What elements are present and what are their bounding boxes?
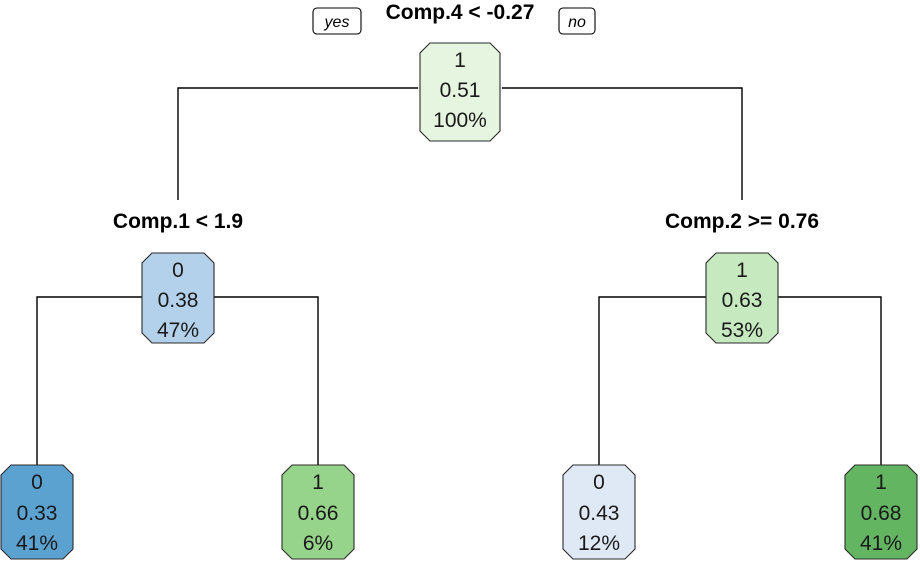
edge-root-left bbox=[177, 87, 418, 200]
node-class: 1 bbox=[454, 49, 466, 72]
node-probability: 0.63 bbox=[722, 289, 763, 312]
node-percentage: 41% bbox=[16, 532, 58, 555]
edge-left-leftleaf bbox=[36, 296, 142, 465]
tree-leaf-left-left: 0 0.33 41% bbox=[0, 464, 74, 560]
edge-right-rightleaf bbox=[778, 296, 882, 465]
node-class: 0 bbox=[31, 471, 43, 494]
node-percentage: 6% bbox=[303, 532, 333, 555]
node-percentage: 41% bbox=[860, 532, 902, 555]
node-class: 0 bbox=[172, 259, 184, 282]
tree-node-root: 1 0.51 100% bbox=[419, 42, 501, 142]
node-class: 1 bbox=[312, 471, 324, 494]
node-percentage: 53% bbox=[721, 319, 763, 342]
node-probability: 0.68 bbox=[861, 502, 902, 525]
node-probability: 0.66 bbox=[298, 502, 339, 525]
edge-root-right bbox=[502, 87, 743, 200]
node-percentage: 47% bbox=[157, 319, 199, 342]
tree-node-right: 1 0.63 53% bbox=[705, 252, 779, 344]
tree-leaf-right-left: 0 0.43 12% bbox=[562, 464, 636, 560]
tree-node-left: 0 0.38 47% bbox=[141, 252, 215, 344]
edge-right-leftleaf bbox=[598, 296, 708, 465]
branch-label-no: no bbox=[558, 7, 596, 35]
node-class: 1 bbox=[875, 471, 887, 494]
branch-label-yes: yes bbox=[312, 7, 362, 35]
node-percentage: 12% bbox=[578, 532, 620, 555]
tree-leaf-right-right: 1 0.68 41% bbox=[844, 464, 918, 560]
node-probability: 0.33 bbox=[17, 502, 58, 525]
node-probability: 0.43 bbox=[579, 502, 620, 525]
split-label-left: Comp.1 < 1.9 bbox=[113, 210, 243, 233]
node-class: 0 bbox=[593, 471, 605, 494]
split-label-right: Comp.2 >= 0.76 bbox=[665, 210, 819, 233]
branch-label-yes-text: yes bbox=[324, 14, 350, 31]
edge-left-rightleaf bbox=[214, 296, 319, 465]
node-probability: 0.51 bbox=[440, 79, 481, 102]
split-label-root: Comp.4 < -0.27 bbox=[386, 1, 535, 24]
tree-edges bbox=[36, 87, 882, 465]
tree-leaf-left-right: 1 0.66 6% bbox=[281, 464, 355, 560]
node-class: 1 bbox=[736, 259, 748, 282]
node-probability: 0.38 bbox=[158, 289, 199, 312]
node-percentage: 100% bbox=[433, 109, 487, 132]
branch-label-no-text: no bbox=[568, 14, 586, 31]
